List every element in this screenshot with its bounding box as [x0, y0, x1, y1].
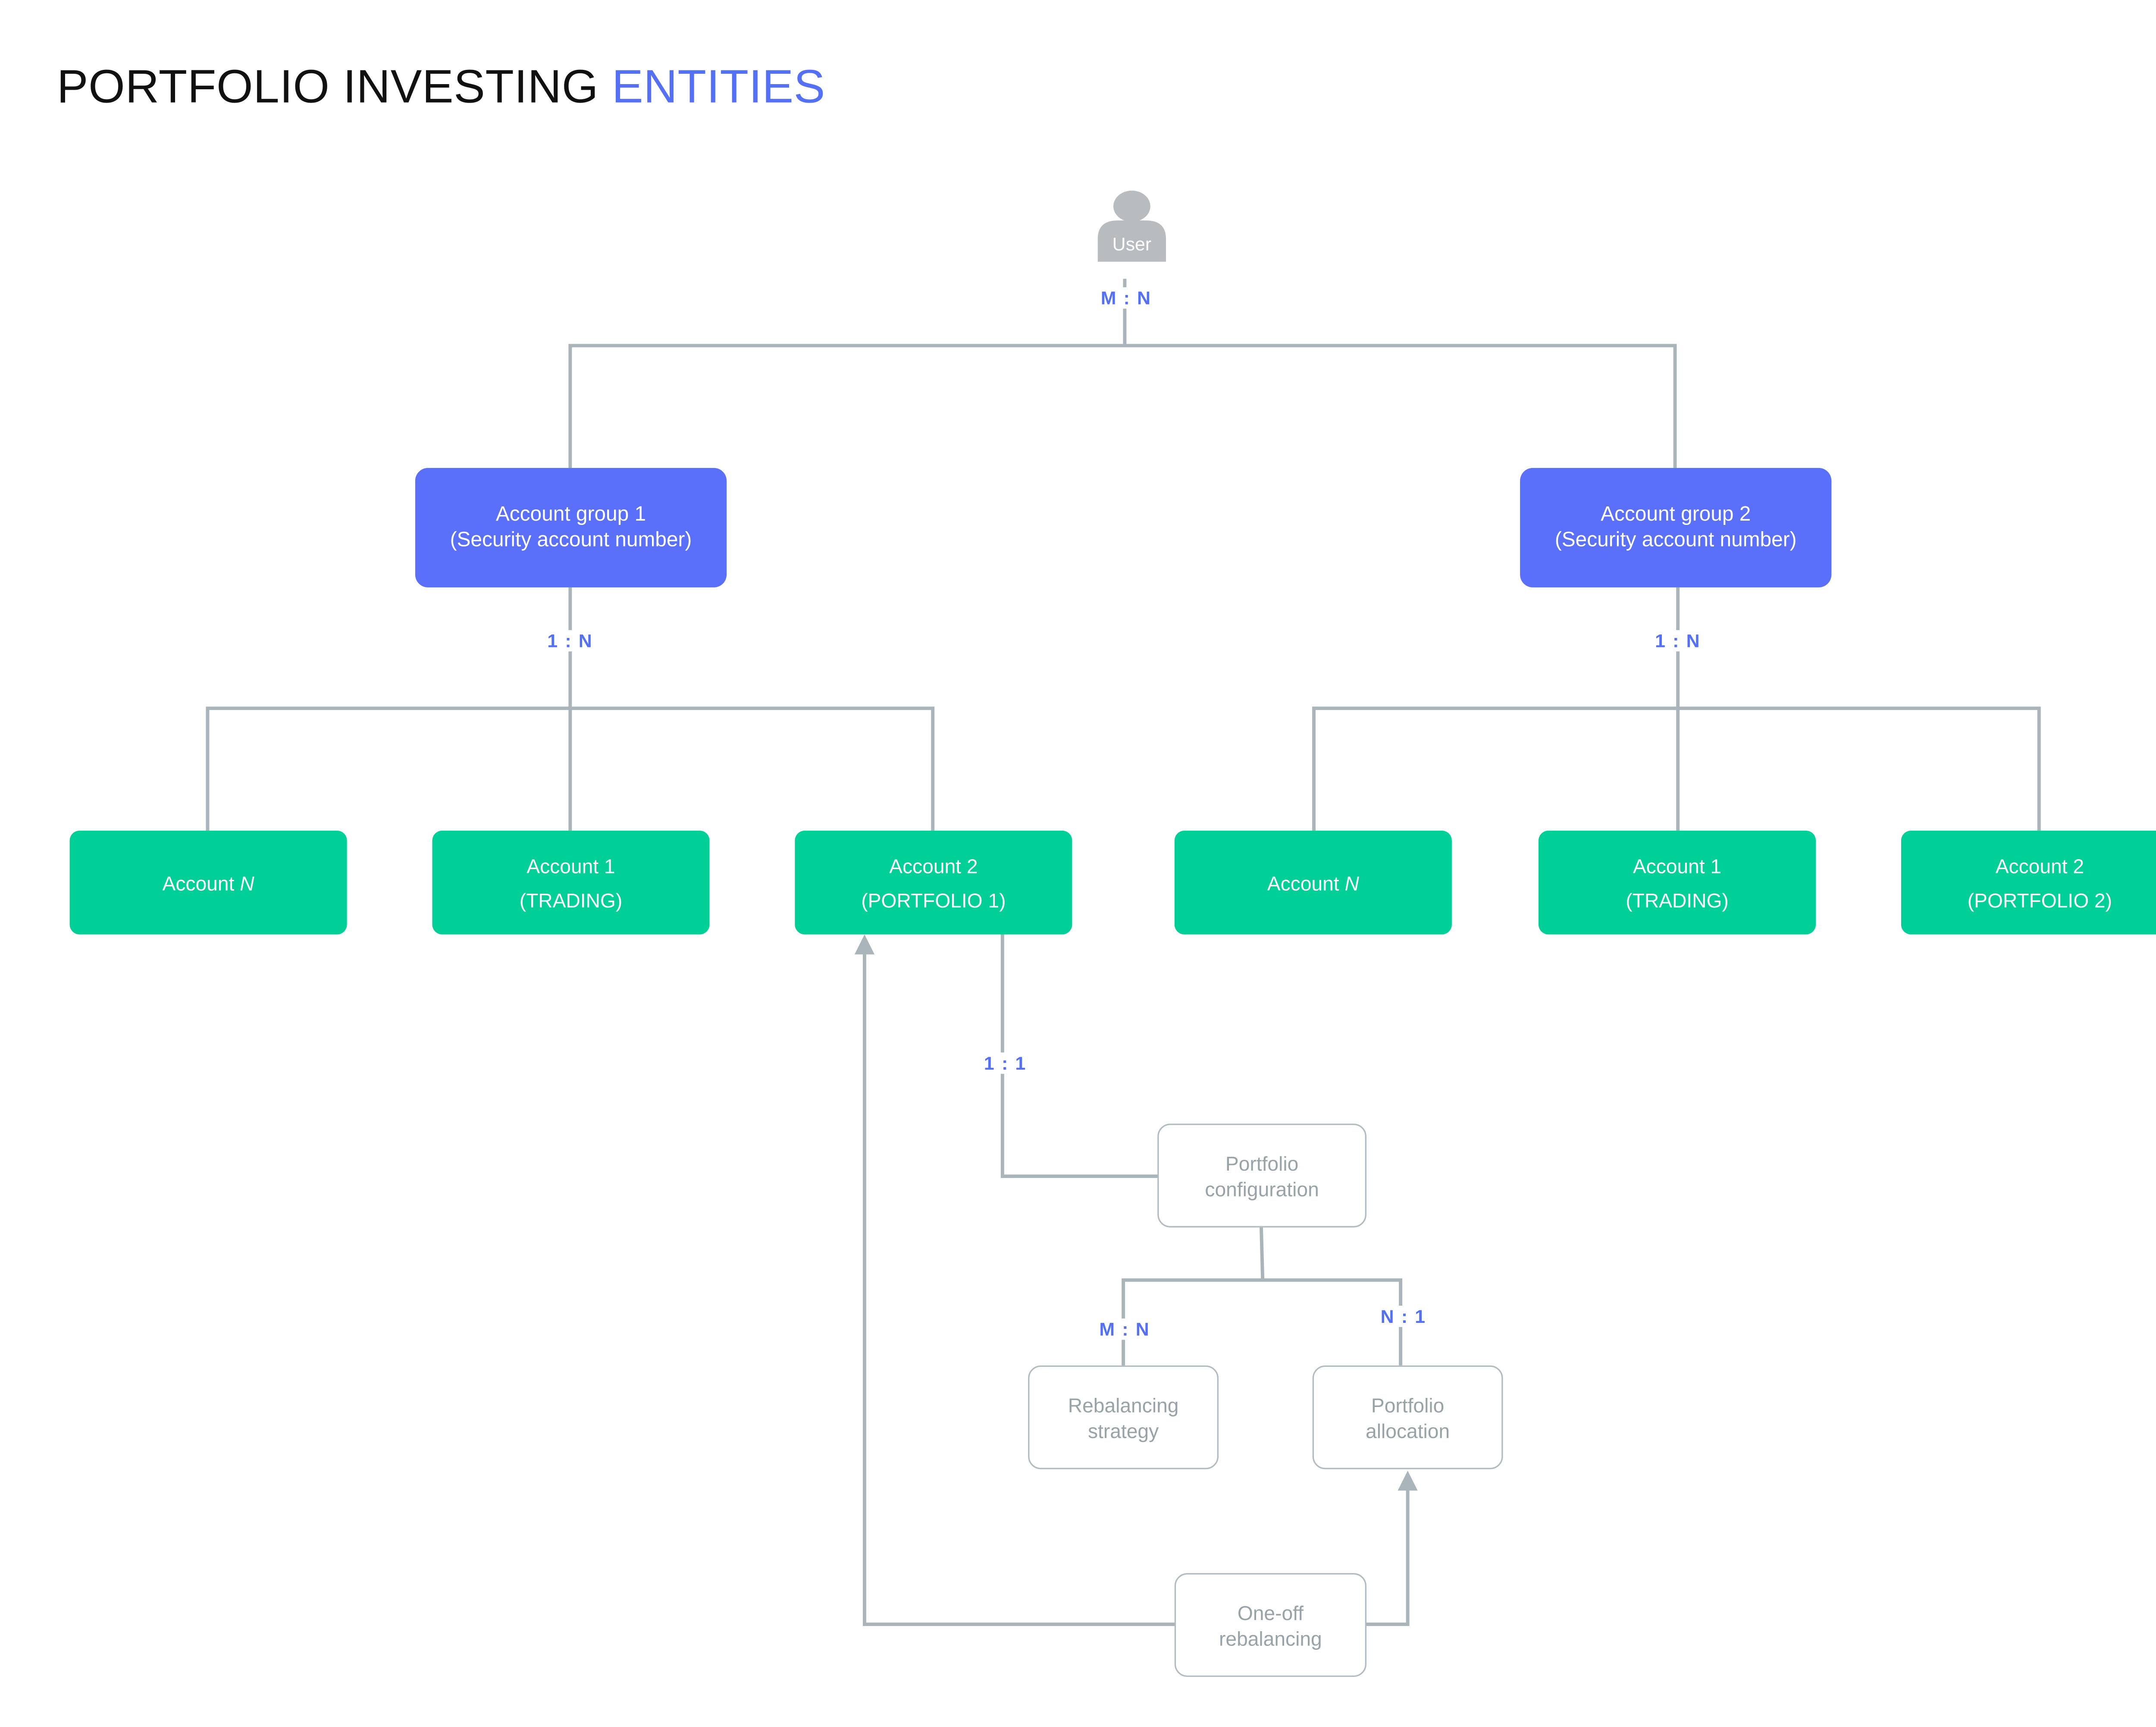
ratio-account2-config: 1 : 1 [981, 1052, 1030, 1074]
group1-account-1-type: (TRADING) [519, 888, 623, 911]
rebalancing-strategy-line1: Rebalancing [1068, 1393, 1179, 1416]
group2-account-n-italic: N [1344, 871, 1359, 894]
group2-account-2-type: (PORTFOLIO 2) [1967, 888, 2112, 911]
connector-group2-accounts [1312, 587, 2041, 831]
rebalancing-strategy-line2: strategy [1087, 1419, 1159, 1442]
group1-account-n-text: Account [162, 871, 235, 894]
group2-account-n-label: Account N [1267, 866, 1359, 900]
arrowhead-to-account2 [854, 934, 875, 955]
group1-account-n-label: Account N [163, 866, 254, 900]
group2-account-2-box[interactable]: Account 2 (PORTFOLIO 2) [1901, 830, 2156, 935]
group1-account-1-box[interactable]: Account 1 (TRADING) [432, 830, 710, 935]
arrowhead-to-allocation [1398, 1470, 1418, 1491]
ratio-user-groups: M : N [1098, 287, 1155, 309]
group1-account-2-box[interactable]: Account 2 (PORTFOLIO 1) [795, 830, 1072, 935]
one-off-rebalancing-line2: rebalancing [1219, 1626, 1322, 1649]
ratio-config-allocation: N : 1 [1378, 1306, 1429, 1327]
group1-account-n-italic: N [240, 871, 254, 894]
connector-oneoff-allocation [1365, 1479, 1410, 1626]
group2-account-n-text: Account [1267, 871, 1339, 894]
page-title: PORTFOLIO INVESTING ENTITIES [57, 60, 825, 113]
group2-account-n-box[interactable]: Account N [1174, 830, 1452, 935]
group2-account-2-title: Account 2 [1995, 854, 2084, 877]
portfolio-allocation-line1: Portfolio [1371, 1393, 1445, 1416]
account-group-1-subtitle: (Security account number) [450, 529, 692, 552]
user-silhouette-icon: User [1097, 190, 1166, 262]
account-group-1-title: Account group 1 [495, 503, 646, 527]
account-group-2-subtitle: (Security account number) [1554, 529, 1797, 552]
portfolio-configuration-box[interactable]: Portfolio configuration [1157, 1124, 1366, 1228]
group2-account-1-box[interactable]: Account 1 (TRADING) [1539, 830, 1816, 935]
portfolio-allocation-line2: allocation [1366, 1419, 1450, 1442]
portfolio-allocation-box[interactable]: Portfolio allocation [1312, 1365, 1503, 1470]
group1-account-1-title: Account 1 [526, 854, 615, 877]
group1-account-2-title: Account 2 [889, 854, 978, 877]
group2-account-1-type: (TRADING) [1626, 888, 1729, 911]
title-main: PORTFOLIO INVESTING [56, 60, 599, 113]
ratio-group2-accounts: 1 : N [1652, 630, 1704, 652]
connector-account2-config [1000, 933, 1159, 1178]
ratio-group1-accounts: 1 : N [544, 630, 596, 652]
user-label: User [1112, 234, 1152, 254]
ratio-config-strategy: M : N [1096, 1318, 1153, 1340]
portfolio-configuration-line1: Portfolio [1225, 1151, 1299, 1174]
connector-group1-accounts [206, 587, 935, 831]
group1-account-n-box[interactable]: Account N [69, 830, 347, 935]
title-accent: ENTITIES [611, 60, 825, 113]
rebalancing-strategy-box[interactable]: Rebalancing strategy [1028, 1365, 1219, 1470]
connector-oneoff-account2 [862, 942, 1176, 1626]
account-group-2-title: Account group 2 [1601, 503, 1751, 527]
portfolio-configuration-line2: configuration [1205, 1177, 1319, 1200]
group2-account-1-title: Account 1 [1633, 854, 1722, 877]
account-group-1-box[interactable]: Account group 1 (Security account number… [415, 468, 727, 587]
group1-account-2-type: (PORTFOLIO 1) [861, 888, 1006, 911]
account-group-2-box[interactable]: Account group 2 (Security account number… [1520, 468, 1832, 587]
one-off-rebalancing-box[interactable]: One-off rebalancing [1174, 1573, 1366, 1677]
one-off-rebalancing-line1: One-off [1237, 1601, 1304, 1624]
connector-config-children [1122, 1227, 1403, 1366]
